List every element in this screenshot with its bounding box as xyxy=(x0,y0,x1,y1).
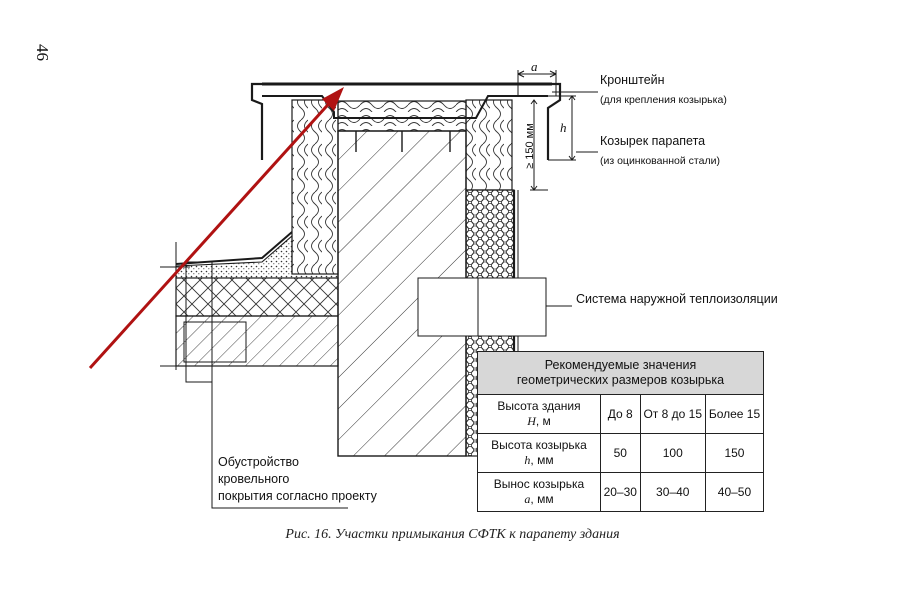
dim-a-label: a xyxy=(531,59,538,74)
figure-caption: Рис. 16. Участки примыкания СФТК к парап… xyxy=(285,527,620,542)
break-lines xyxy=(160,242,547,383)
label-cap: Козырек парапета xyxy=(600,134,706,148)
parapet-inner-insulation xyxy=(291,99,339,275)
label-cap-note: (из оцинкованной стали) xyxy=(600,155,720,167)
parapet-outer-insulation xyxy=(465,99,513,191)
label-roofing-2: кровельного xyxy=(218,472,290,486)
leader-lines xyxy=(211,91,598,509)
dimension-lines xyxy=(517,70,576,191)
table-title: Рекомендуемые значения геометрических ра… xyxy=(477,351,764,395)
parapet-top-insulation xyxy=(337,100,467,152)
dim-h-label: h xyxy=(560,120,567,135)
label-roofing-3: покрытия согласно проекту xyxy=(218,489,377,503)
label-insulation-system: Система наружной теплоизоляции xyxy=(576,292,778,306)
recommended-values-table: Рекомендуемые значения геометрических ра… xyxy=(477,351,765,512)
roof-slab xyxy=(175,315,339,367)
parapet-cap xyxy=(250,82,562,160)
label-bracket: Кронштейн xyxy=(600,73,665,87)
roof-insulation xyxy=(175,277,339,317)
label-roofing-1: Обустройство xyxy=(218,455,300,469)
label-bracket-note: (для крепления козырька) xyxy=(600,94,727,106)
dim-min-label: ≥ 150 мм xyxy=(524,123,536,169)
red-arrow xyxy=(88,87,344,370)
